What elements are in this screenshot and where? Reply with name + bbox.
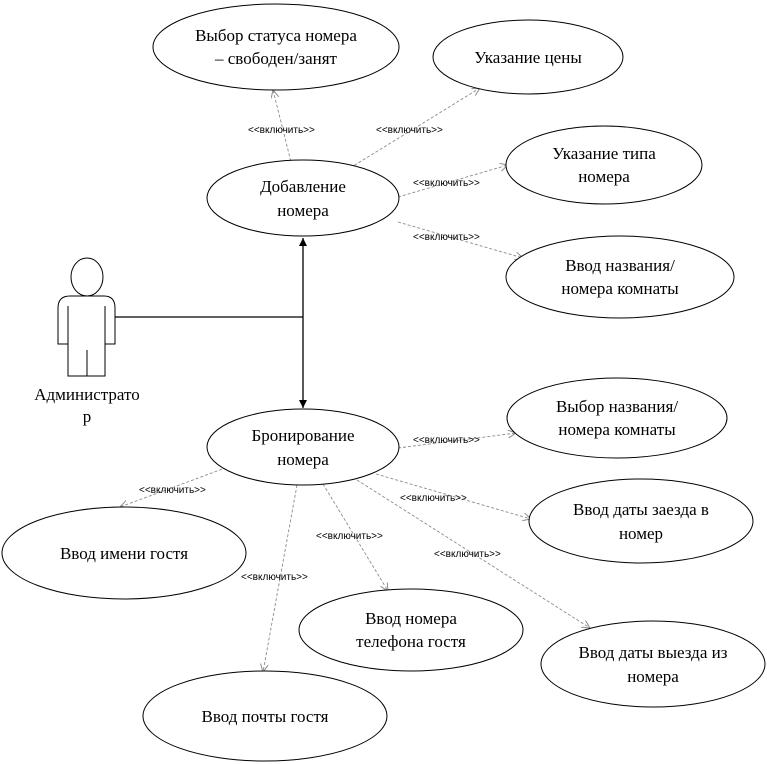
use-case-select-room: Выбор названия/ номера комнаты [506, 377, 728, 459]
use-case-status: Выбор статуса номера – свободен/занят [152, 3, 400, 91]
actor-body-icon [57, 295, 116, 377]
use-case-guest-name: Ввод имени гостя [1, 506, 247, 600]
use-case-checkout-line-1: Ввод даты выезда из [579, 643, 728, 662]
include-label-status: <<включить>> [248, 125, 315, 136]
include-line-room-name [397, 221, 523, 258]
use-case-room-name: Ввод названия/ номера комнаты [505, 235, 735, 319]
use-case-booking-line-2: номера [277, 450, 329, 469]
include-label-select-room: <<включить>> [413, 435, 480, 446]
include-line-email [263, 484, 298, 672]
use-case-checkin-line-1: Ввод даты заезда в [573, 500, 709, 519]
include-label-price: <<включить>> [376, 125, 443, 136]
include-line-room-type [397, 165, 508, 198]
include-line-guest-name [120, 463, 237, 507]
use-case-booking: Бронирование номера [206, 408, 400, 486]
use-case-add-room-line-2: номера [277, 201, 329, 220]
use-case-add-room-line-1: Добавление [260, 177, 346, 196]
use-case-select-room-line-1: Выбор названия/ [556, 397, 678, 416]
include-label-checkin: <<включить>> [400, 493, 467, 504]
use-case-room-type: Указание типа номера [505, 125, 703, 205]
use-case-phone: Ввод номера телефона гостя [298, 588, 524, 672]
include-label-room-type: <<включить>> [413, 178, 480, 189]
use-case-phone-line-2: телефона гостя [356, 632, 466, 651]
use-case-select-room-line-2: номера комнаты [558, 420, 676, 439]
use-case-status-line-1: Выбор статуса номера [195, 26, 357, 45]
use-case-room-name-line-1: Ввод названия/ [565, 256, 675, 275]
use-case-guest-name-line-1: Ввод имени гостя [60, 544, 188, 563]
use-case-status-line-2: – свободен/занят [214, 49, 338, 68]
use-case-room-type-line-2: номера [578, 167, 630, 186]
include-connectors [120, 88, 590, 672]
use-case-price-line-1: Указание цены [474, 48, 582, 67]
actor-name-line-1: Администрато [34, 385, 139, 404]
use-case-checkout: Ввод даты выезда из номера [540, 620, 766, 708]
include-line-price [349, 88, 480, 169]
actor-name-line-2: р [83, 407, 92, 426]
include-line-checkin [375, 473, 531, 519]
include-line-status [273, 90, 293, 167]
use-case-checkout-line-2: номера [627, 667, 679, 686]
actor-administrator: Администрато р [34, 257, 140, 426]
use-case-booking-line-1: Бронирование [251, 426, 354, 445]
use-case-phone-line-1: Ввод номера [365, 609, 457, 628]
include-label-guest-name: <<включить>> [139, 485, 206, 496]
include-label-email: <<включить>> [241, 572, 308, 583]
use-case-add-room: Добавление номера [206, 159, 400, 237]
include-line-phone [322, 483, 388, 591]
include-line-checkout [356, 479, 590, 628]
include-label-checkout: <<включить>> [434, 549, 501, 560]
use-case-checkin-line-2: номер [619, 524, 663, 543]
actor-associations [115, 238, 307, 408]
use-case-room-name-line-2: номера комнаты [561, 279, 679, 298]
use-case-room-type-line-1: Указание типа [552, 144, 656, 163]
include-labels: <<включить>> <<включить>> <<включить>> <… [139, 125, 501, 583]
use-case-email-line-1: Ввод почты гостя [201, 707, 328, 726]
use-case-checkin: Ввод даты заезда в номер [528, 478, 754, 564]
use-case-price: Указание цены [432, 19, 624, 95]
use-case-email: Ввод почты гостя [142, 670, 388, 762]
include-label-room-name: <<включить>> [413, 232, 480, 243]
include-label-phone: <<включить>> [316, 531, 383, 542]
actor-head-icon [70, 257, 104, 297]
